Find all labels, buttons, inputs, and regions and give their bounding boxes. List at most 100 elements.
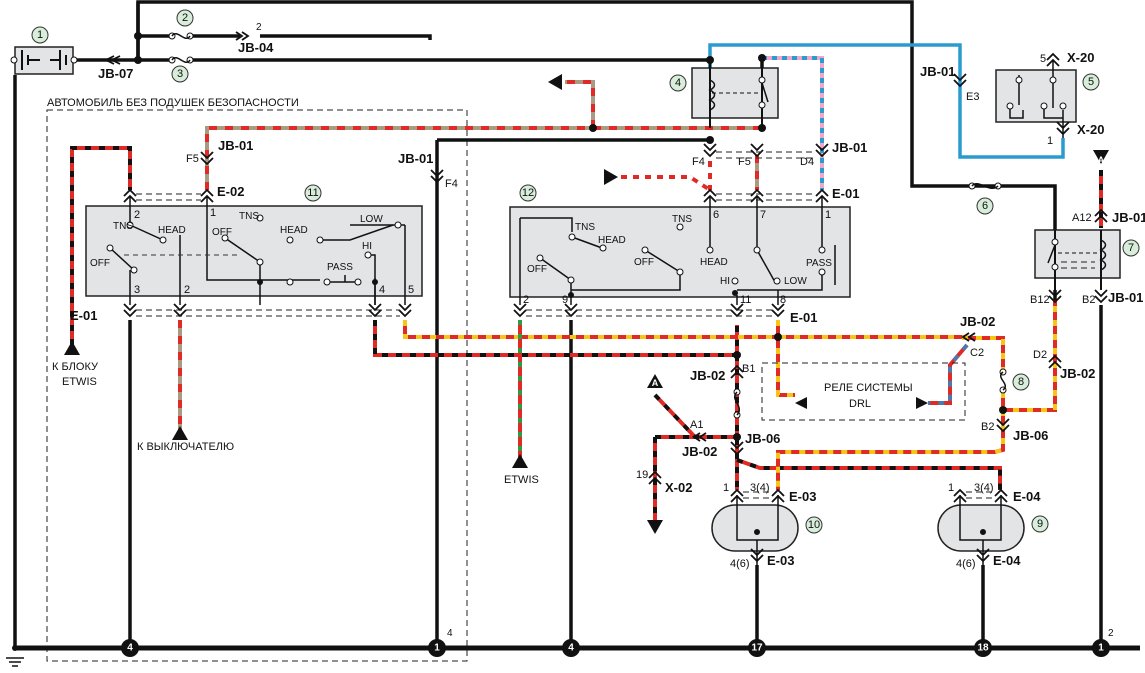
label-jb01: JB-01 [398, 151, 433, 166]
ground-point: 1 [1098, 643, 1104, 654]
pin-label: 3(4) [974, 482, 994, 494]
fuse-6 [968, 182, 1002, 190]
red-yellow-wires [403, 300, 1057, 490]
switch-label: PASS [806, 258, 832, 269]
pin-label: F5 [738, 156, 751, 168]
badge-2: 2 [182, 12, 188, 24]
pin-label: E3 [966, 91, 979, 103]
pin-label: 2 [184, 284, 190, 296]
connector-labels: JB-07 JB-04 2 JB-01 E-02 E-01 JB-01 JB-0… [70, 22, 1145, 568]
pin-label: B2 [981, 421, 994, 433]
pin-label: 7 [760, 209, 766, 221]
note-drl-relay: DRL [849, 398, 871, 410]
label-jb04: JB-04 [238, 40, 274, 55]
pin-label: D4 [800, 156, 814, 168]
badge-11: 11 [307, 187, 318, 199]
pin-label: 4(6) [956, 558, 976, 570]
note-drl-relay: РЕЛЕ СИСТЕМЫ [824, 382, 913, 394]
switch-label: HEAD [280, 225, 308, 236]
label-e01: E-01 [832, 186, 859, 201]
pin-label: 1 [825, 209, 831, 221]
pin-label: D2 [1033, 349, 1047, 361]
fuse-3 [168, 56, 194, 64]
badge-12: 12 [522, 187, 534, 199]
switch-label: OFF [90, 258, 110, 269]
pin-label: B2 [1082, 294, 1095, 306]
label-x20: X-20 [1067, 50, 1094, 65]
pin-label: 2 [134, 209, 140, 221]
pin-label: 3 [134, 284, 140, 296]
switch-label: HEAD [598, 235, 626, 246]
pin-label: 19 [636, 469, 648, 481]
label-e04: E-04 [993, 553, 1021, 568]
pin-label: C2 [970, 347, 984, 359]
badge-9: 9 [1037, 518, 1043, 530]
badge-1: 1 [37, 29, 43, 41]
switch-label: OFF [527, 264, 547, 275]
badge-8: 8 [1018, 376, 1024, 388]
label-e01: E-01 [790, 310, 817, 325]
battery [10, 46, 78, 75]
switch-label: TNS [575, 222, 595, 233]
red-black-wires [70, 146, 1103, 520]
tan-red-wires [178, 80, 762, 430]
relay-7 [1034, 229, 1121, 290]
note-to-etwis-block: ETWIS [62, 376, 97, 388]
label-jb01: JB-01 [218, 138, 253, 153]
ground-icon [6, 645, 24, 667]
switch-label: TNS [672, 214, 692, 225]
switch-label: PASS [327, 262, 353, 273]
pin-label: 1 [723, 482, 729, 494]
switch-11 [85, 196, 423, 305]
note-etwis: ETWIS [504, 474, 539, 486]
switch-label: LOW [360, 214, 383, 225]
label-e02: E-02 [217, 184, 244, 199]
drl-relay-box [761, 362, 966, 421]
pin-label: 2 [523, 294, 529, 306]
switch-label: HI [720, 276, 730, 287]
label-e03: E-03 [789, 489, 816, 504]
pin-label: 1 [948, 482, 954, 494]
connector-chevrons [103, 31, 1108, 563]
fuse-2 [168, 32, 194, 40]
pin-label: B1 [742, 363, 755, 375]
label-e03: E-03 [767, 553, 794, 568]
pin-label: F5 [186, 153, 199, 165]
label-jb07: JB-07 [98, 66, 133, 81]
relay-5 [995, 60, 1077, 138]
ground-points: 4 1 4 17 18 1 4 2 [121, 628, 1114, 657]
pin-label: 9 [562, 294, 568, 306]
pin-label: B12 [1030, 294, 1050, 306]
pin-label: 5 [1040, 53, 1046, 65]
note-to-etwis-block: К БЛОКУ [52, 361, 99, 373]
pin-label: 6 [713, 209, 719, 221]
badge-6: 6 [982, 200, 988, 212]
badge-3: 3 [177, 68, 183, 80]
label-x02: X-02 [665, 480, 692, 495]
label-jb06: JB-06 [1013, 428, 1048, 443]
label-jb01: JB-01 [832, 140, 867, 155]
ground-pin-label: 2 [1108, 628, 1114, 639]
ground-point: 1 [434, 643, 440, 654]
label-jb01: JB-01 [920, 64, 955, 79]
pin-label: 4 [379, 284, 385, 296]
label-x20: X-20 [1077, 122, 1104, 137]
fuse-b1 [733, 388, 741, 419]
badge-4: 4 [675, 77, 681, 89]
blue-wire [708, 43, 1065, 159]
label-jb02: JB-02 [690, 368, 725, 383]
pin-label: 4(6) [730, 558, 750, 570]
pin-label: F4 [692, 156, 705, 168]
label-jb01: JB-01 [1108, 290, 1143, 305]
switch-label: HI [362, 241, 372, 252]
link-a-label-top: A [1098, 155, 1105, 165]
switch-label: OFF [212, 227, 232, 238]
switch-label: OFF [634, 257, 654, 268]
switch-label: HEAD [700, 257, 728, 268]
ground-point: 4 [568, 643, 574, 654]
label-jb02: JB-02 [960, 314, 995, 329]
connector-dashes [136, 151, 1095, 499]
pin-label: F4 [445, 178, 458, 190]
pin-label: 5 [408, 284, 414, 296]
